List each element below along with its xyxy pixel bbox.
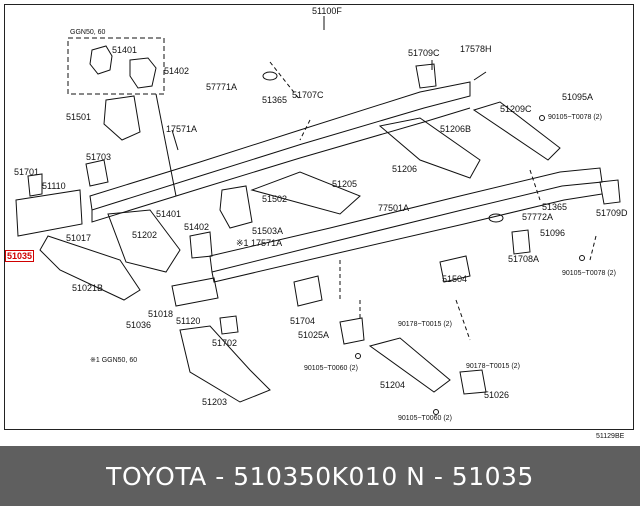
label-51035-highlighted: 51035 [5, 250, 35, 262]
label-51203: 51203 [202, 397, 228, 407]
inset-bracket-b [129, 57, 157, 89]
footer-part-number: TOYOTA - 510350K010 N - 51035 [106, 462, 534, 491]
label-51205: 51205 [332, 179, 358, 189]
bracket-51708a [511, 229, 531, 255]
label-51206b: 51206B [440, 124, 472, 134]
label-51703: 51703 [86, 152, 112, 162]
label-51036: 51036 [126, 320, 152, 330]
label-51708a: 51708A [508, 254, 540, 264]
frame-illustration [15, 16, 621, 415]
label-51096: 51096 [540, 228, 566, 238]
rail-right-lower-edge [211, 193, 603, 283]
crossmember-51209c [472, 101, 561, 161]
label-17571a-note: ※1 17571A [236, 238, 283, 248]
washer-57772a [488, 213, 504, 223]
bracket-51709c [415, 63, 437, 89]
label-90105-t0060-b: 90105−T0060 (2) [398, 415, 452, 422]
bracket-51703 [85, 159, 109, 187]
label-51120: 51120 [176, 316, 201, 326]
note-ggn50-60: ※1 GGN50, 60 [90, 357, 138, 364]
label-51704: 51704 [290, 316, 316, 326]
front-crossmember-51021b [39, 235, 141, 301]
label-51021b: 51021B [72, 283, 104, 293]
label-51365-right: 51365 [542, 202, 568, 212]
label-51206: 51206 [392, 164, 418, 174]
crossmember-51204 [368, 337, 451, 393]
label-57771a: 57771A [206, 82, 238, 92]
label-51702: 51702 [212, 338, 238, 348]
label-17571a: 17571A [166, 124, 198, 134]
bracket-51502 [219, 185, 253, 229]
label-51709d: 51709D [596, 208, 628, 218]
bracket-51202 [107, 209, 181, 273]
crossmember-51203 [179, 325, 271, 403]
bracket-51402b [189, 231, 213, 259]
label-51504: 51504 [442, 274, 468, 284]
bracket-51504 [439, 255, 471, 283]
front-bracket-51110 [15, 189, 83, 237]
label-57772a: 57772A [522, 212, 554, 222]
label-51202: 51202 [132, 230, 158, 240]
rail-left-upper [89, 81, 471, 211]
label-51095a: 51095A [562, 92, 594, 102]
label-51026: 51026 [484, 390, 510, 400]
label-51401-inset: 51401 [112, 45, 138, 55]
bracket-51025a [339, 317, 365, 345]
label-51503a: 51503A [252, 226, 284, 236]
label-90105-t0078-top: 90105−T0078 (2) [548, 114, 602, 121]
label-51402: 51402 [184, 222, 210, 232]
inset-box [67, 37, 165, 95]
bracket-51704 [293, 275, 323, 307]
label-51701: 51701 [14, 167, 40, 177]
leader-51365a [269, 61, 301, 101]
label-90178-t0015-b: 90178−T0015 (2) [466, 363, 520, 370]
bracket-51709d [599, 179, 621, 205]
label-17578h: 17578H [460, 44, 492, 54]
label-51110: 51110 [42, 181, 66, 191]
label-51017: 51017 [66, 233, 92, 243]
label-51365-top: 51365 [262, 95, 288, 105]
label-51209c: 51209C [500, 104, 532, 114]
footer-bar: TOYOTA - 510350K010 N - 51035 [0, 446, 640, 506]
label-90178-t0015-a: 90178−T0015 (2) [398, 321, 452, 328]
label-90105-t0060-a: 90105−T0060 (2) [304, 365, 358, 372]
bracket-51702 [219, 315, 239, 335]
label-51501: 51501 [66, 112, 92, 122]
bracket-51701 [27, 173, 43, 197]
bracket-51501 [103, 95, 141, 141]
bracket-51018 [171, 277, 219, 307]
label-51100f: 51100F [312, 6, 342, 16]
label-51707c: 51707C [292, 90, 324, 100]
label-51709c: 51709C [408, 48, 440, 58]
inset-pointer [155, 93, 177, 197]
label-51204: 51204 [380, 380, 406, 390]
label-51018: 51018 [148, 309, 174, 319]
crossmember-51206 [378, 117, 481, 179]
rail-left-lower-edge [91, 107, 471, 223]
inset-label: GGN50, 60 [70, 29, 106, 36]
bracket-51026 [459, 369, 487, 395]
inset-bracket-a [89, 45, 113, 75]
washer-57771a [262, 71, 278, 81]
label-90105-t0078-right: 90105−T0078 (2) [562, 270, 616, 277]
label-51402-inset: 51402 [164, 66, 190, 76]
label-51502: 51502 [262, 194, 288, 204]
figure-code: 51129BE [596, 433, 625, 440]
label-51025a: 51025A [298, 330, 330, 340]
label-51401: 51401 [156, 209, 182, 219]
label-77501a: 77501A [378, 203, 410, 213]
crossmember-51205 [250, 171, 361, 215]
